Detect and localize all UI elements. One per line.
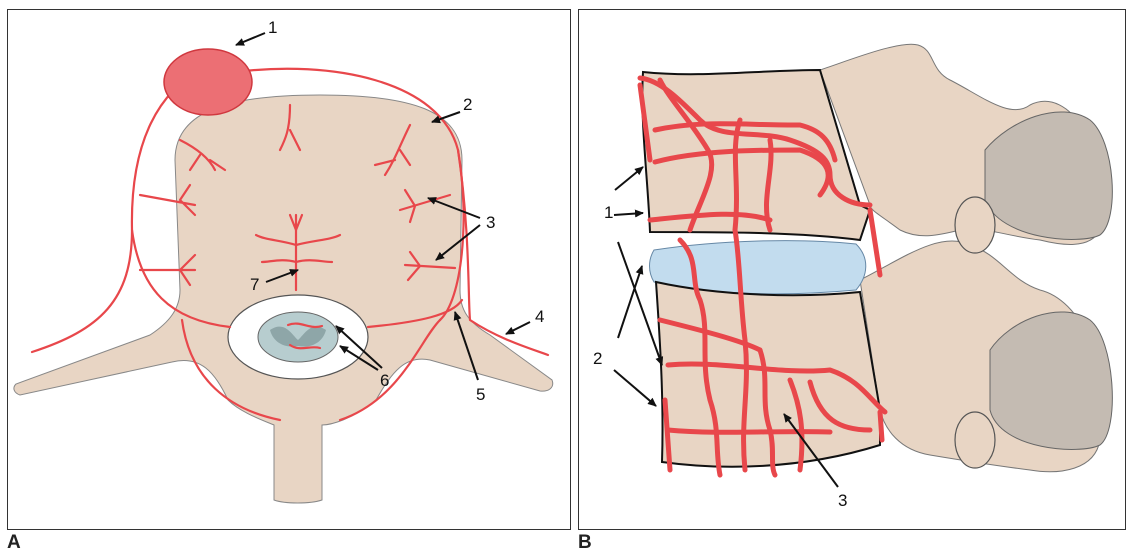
callout-a-3: 3 — [486, 213, 495, 232]
callout-a-6: 6 — [380, 371, 389, 390]
callout-a-7: 7 — [250, 275, 259, 294]
callout-b-2: 2 — [593, 349, 602, 368]
vertebral-body-lower — [656, 282, 880, 467]
callout-a-5: 5 — [476, 385, 485, 404]
callout-a-4: 4 — [535, 307, 544, 326]
callout-b-3: 3 — [838, 491, 847, 510]
intervertebral-disc — [650, 241, 866, 294]
spinal-cord — [258, 312, 338, 362]
tumor-lesion — [164, 49, 252, 115]
panel-b-illustration — [614, 44, 1112, 487]
facet-joint-lower — [955, 412, 995, 468]
callout-a-2: 2 — [463, 95, 472, 114]
facet-joint-upper — [955, 197, 995, 253]
facet-lower — [990, 312, 1112, 449]
callout-b-1: 1 — [604, 203, 613, 222]
callout-a-1: 1 — [268, 18, 277, 37]
